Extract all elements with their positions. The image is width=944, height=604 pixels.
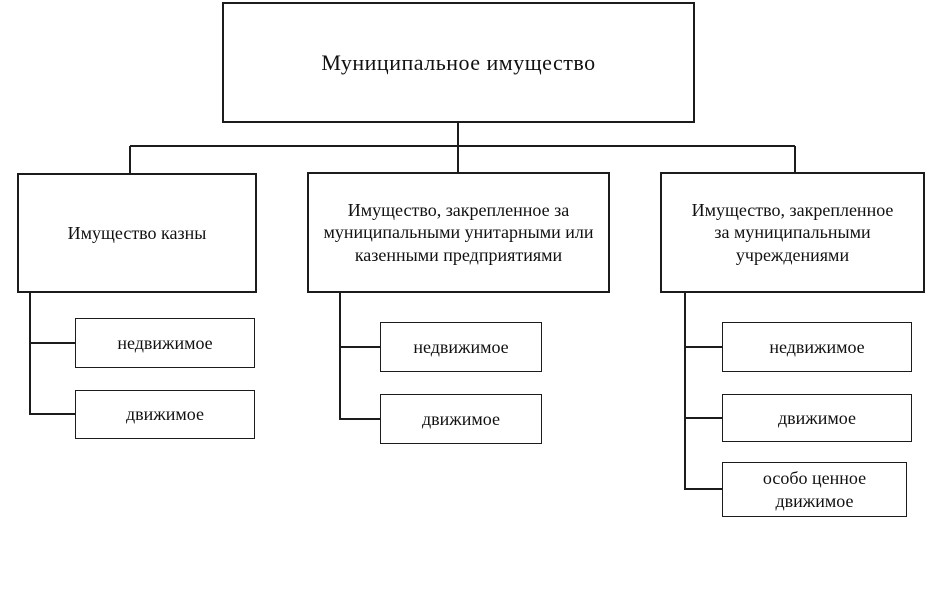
node-leaf-enterprises-movable: движимое [380, 394, 542, 444]
node-branch-treasury: Имущество казны [17, 173, 257, 293]
node-branch-treasury-label: Имущество казны [67, 222, 207, 243]
node-leaf-institutions-valuable-movable: особо ценное движимое [722, 462, 907, 517]
node-leaf-treasury-immovable: недвижимое [75, 318, 255, 368]
node-leaf-label: движимое [126, 404, 204, 425]
node-root: Муниципальное имущество [222, 2, 695, 123]
node-branch-institutions: Имущество, закрепленное за муниципальным… [660, 172, 925, 293]
node-leaf-label: движимое [778, 407, 856, 428]
node-branch-enterprises-label: Имущество, закрепленное за муниципальным… [323, 199, 594, 265]
node-root-label: Муниципальное имущество [321, 49, 596, 75]
node-leaf-enterprises-immovable: недвижимое [380, 322, 542, 372]
node-leaf-label: недвижимое [117, 332, 213, 353]
node-leaf-institutions-movable: движимое [722, 394, 912, 442]
node-branch-enterprises: Имущество, закрепленное за муниципальным… [307, 172, 610, 293]
node-leaf-label: недвижимое [769, 336, 865, 357]
node-branch-institutions-label: Имущество, закрепленное за муниципальным… [691, 199, 894, 265]
node-leaf-label: движимое [422, 408, 500, 429]
node-leaf-treasury-movable: движимое [75, 390, 255, 439]
node-leaf-label: недвижимое [413, 336, 509, 357]
node-leaf-label: особо ценное движимое [762, 468, 867, 511]
node-leaf-institutions-immovable: недвижимое [722, 322, 912, 372]
